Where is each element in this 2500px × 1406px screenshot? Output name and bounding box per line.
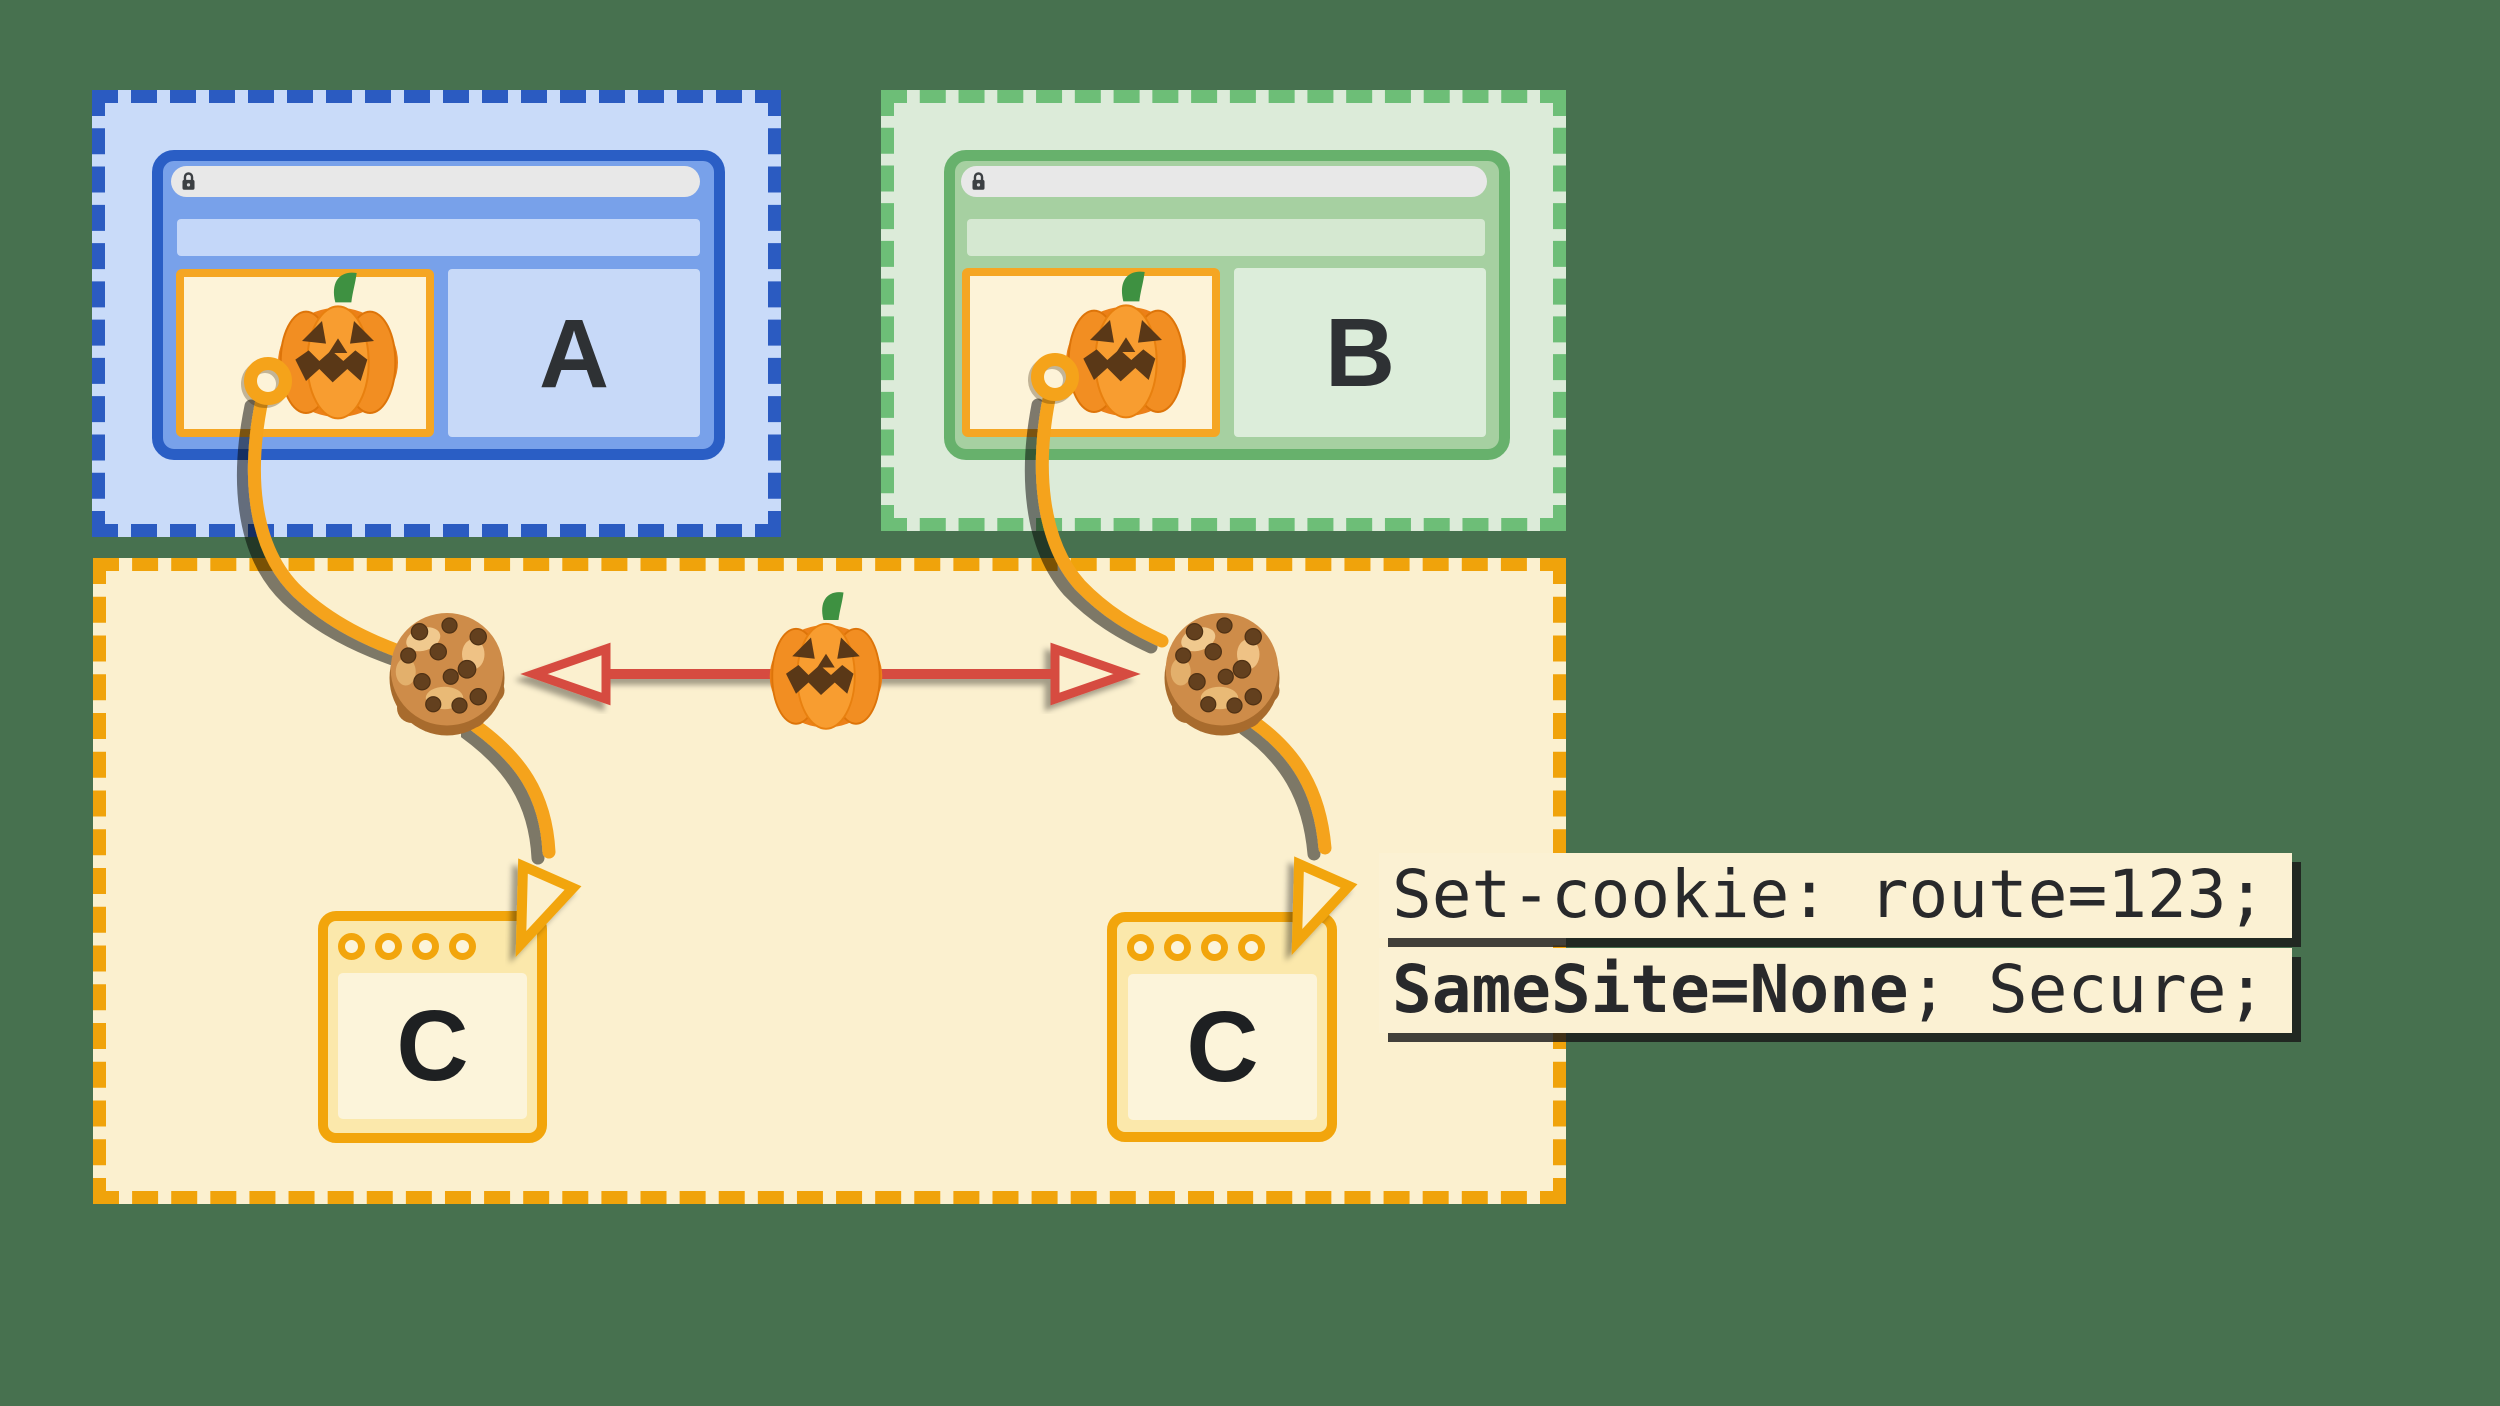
window-dot-icon: [1127, 934, 1154, 961]
samesite-none-text: SameSite=None: [1392, 951, 1909, 1028]
secure-text: ; Secure;: [1908, 951, 2267, 1028]
address-bar: [961, 166, 1487, 197]
site-c-label-right: C: [1186, 991, 1259, 1103]
window-dot-icon: [375, 933, 402, 960]
set-cookie-header-line2: SameSite=None; Secure;: [1379, 948, 2292, 1033]
window-dot-icon: [1164, 934, 1191, 961]
embedded-iframe-site-c-in-a: [176, 269, 434, 437]
site-b-content: B: [1234, 268, 1486, 437]
nav-strip: [177, 219, 700, 256]
embedded-iframe-site-c-in-b: [962, 268, 1220, 437]
site-b-label: B: [1324, 298, 1396, 407]
nav-strip: [967, 219, 1485, 256]
lock-icon: [972, 171, 985, 190]
set-cookie-header-line1: Set-cookie: route=123;: [1379, 853, 2292, 938]
browser-window-site-b: B: [944, 150, 1510, 460]
window-dot-icon: [412, 933, 439, 960]
third-party-site-c-zone: [93, 558, 1566, 1204]
site-c-window-right: C: [1107, 912, 1337, 1142]
site-a-label: A: [538, 298, 610, 408]
window-dot-icon: [1201, 934, 1228, 961]
site-c-content: C: [338, 973, 527, 1119]
set-cookie-text: Set-cookie: route=123;: [1392, 856, 2267, 933]
window-dot-icon: [1238, 934, 1265, 961]
site-c-window-left: C: [318, 911, 547, 1143]
lock-icon: [182, 171, 195, 190]
site-c-content: C: [1128, 974, 1317, 1120]
window-dot-icon: [338, 933, 365, 960]
address-bar: [171, 166, 700, 197]
site-c-label-left: C: [396, 990, 469, 1102]
browser-window-site-a: A: [152, 150, 725, 460]
window-dot-icon: [449, 933, 476, 960]
site-a-content: A: [448, 269, 700, 437]
